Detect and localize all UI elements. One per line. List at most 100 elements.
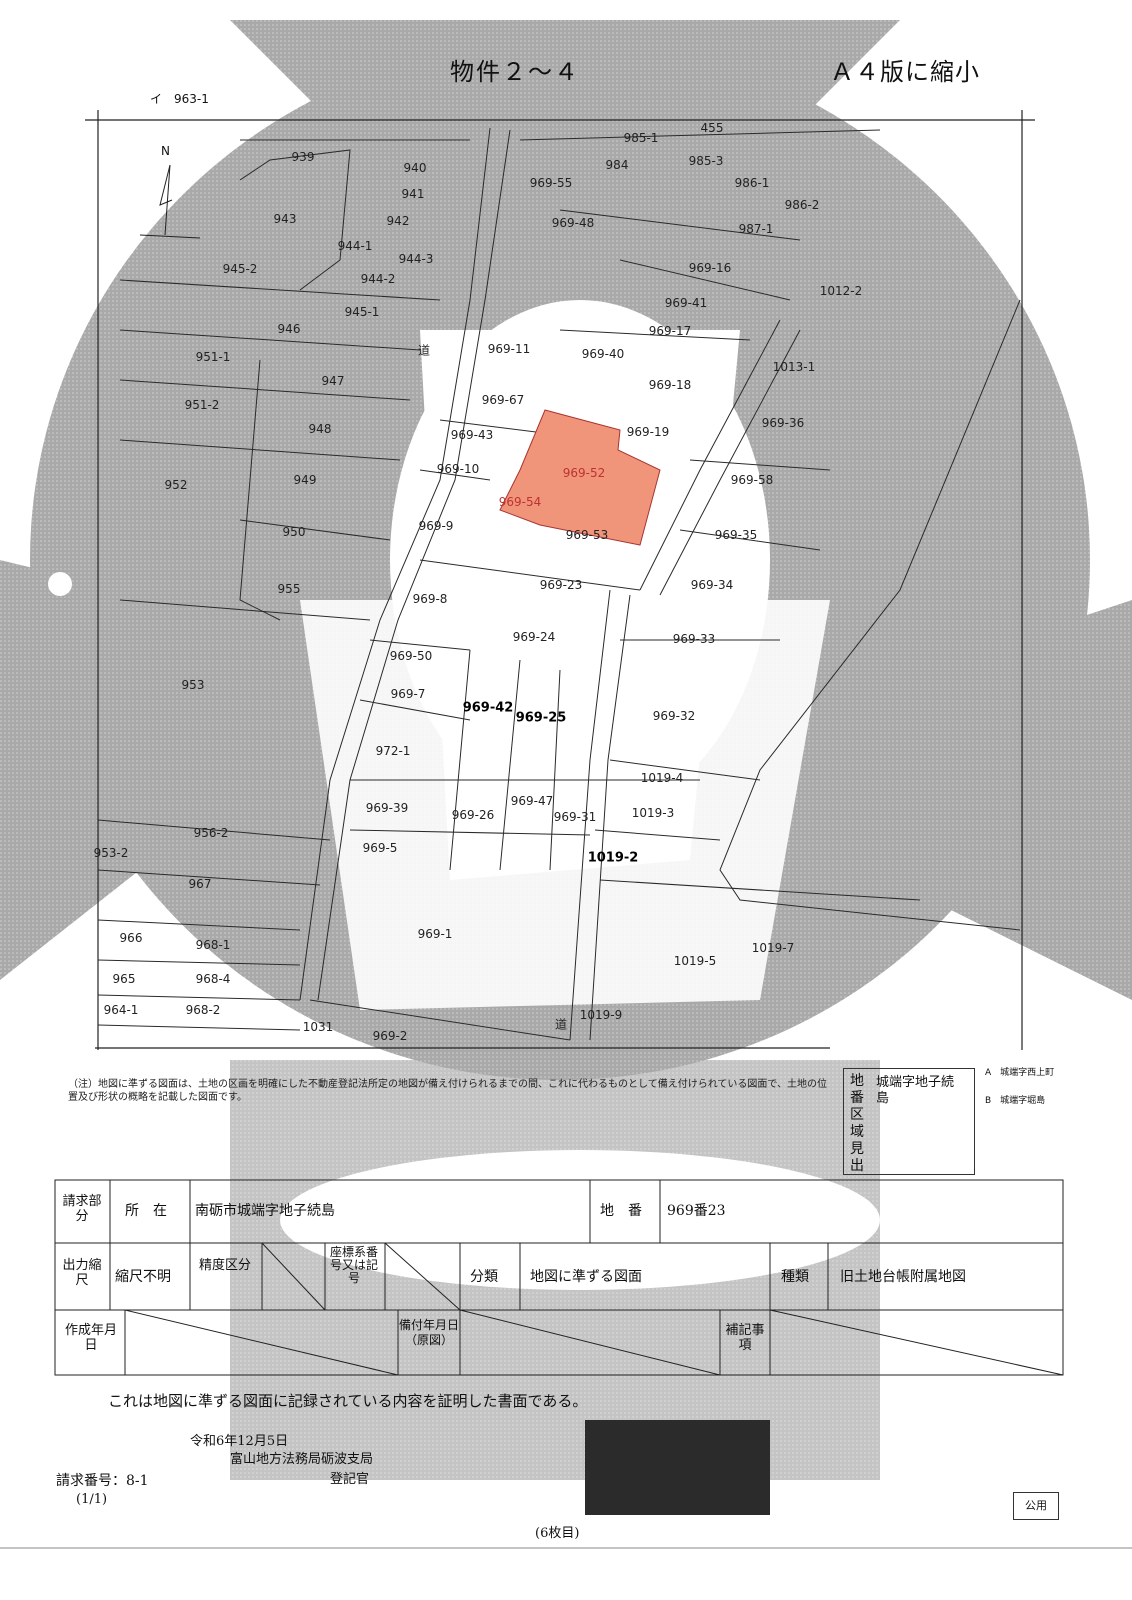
precision-label: 精度区分: [198, 1258, 251, 1273]
installed-date-label: 備付年月日（原図）: [398, 1318, 459, 1347]
parcel-label: 969-55: [529, 176, 573, 190]
legend-key-a: A 城端字西上町: [985, 1068, 1055, 1078]
parcel-label: 969-17: [648, 324, 692, 338]
subject-parcel-label: 969-54: [498, 495, 542, 509]
copy-watermark: [0, 20, 1132, 1480]
parcel-label: 1013-1: [772, 360, 816, 374]
parcel-label: 953: [181, 678, 205, 692]
parcel-label: 972-1: [375, 744, 411, 758]
parcel-label: 969-50: [389, 649, 433, 663]
parcel-label: 967: [188, 877, 212, 891]
parcel-label: 951-1: [195, 350, 231, 364]
parcel-label: 969-24: [512, 630, 556, 644]
parcel-label: 969-9: [418, 519, 454, 533]
category-label: 分類: [470, 1269, 498, 1285]
parcel-label: 940: [403, 161, 427, 175]
bold-parcel-label: 969-42: [462, 700, 514, 716]
page-title: 物件２～４: [450, 58, 580, 86]
parcel-label: 969-48: [551, 216, 595, 230]
parcel-label: 985-3: [688, 154, 724, 168]
bold-parcel-label: 1019-2: [587, 850, 639, 866]
parcel-label: 956-2: [193, 826, 229, 840]
parcel-label: 969-23: [539, 578, 583, 592]
parcel-label: 947: [321, 374, 345, 388]
parcel-label: 944-1: [337, 239, 373, 253]
parcel-label: 969-33: [672, 632, 716, 646]
reference-parcel-label: イ 963-1: [150, 92, 209, 106]
parcel-label: 1019-3: [631, 806, 675, 820]
certification-text: これは地図に準ずる図面に記録されている内容を証明した書面である。: [108, 1392, 588, 1410]
parcel-label: 969-67: [481, 393, 525, 407]
official-use-stamp: 公用: [1013, 1492, 1059, 1520]
parcel-label: 986-2: [784, 198, 820, 212]
requester-label: 請求部分: [62, 1194, 102, 1224]
parcel-label: 945-2: [222, 262, 258, 276]
output-scale-value: 縮尺不明: [115, 1269, 171, 1285]
parcel-label: 1019-5: [673, 954, 717, 968]
parcel-label: 968-2: [185, 1003, 221, 1017]
parcel-label: 969-7: [390, 687, 426, 701]
parcel-label: 955: [277, 582, 301, 596]
parcel-label: 455: [700, 121, 724, 135]
parcel-label: 969-18: [648, 378, 692, 392]
parcel-label: 969-34: [690, 578, 734, 592]
scale-note: Ａ４版に縮小: [830, 58, 980, 86]
request-number: 請求番号：8-1: [56, 1473, 149, 1489]
coordinate-system-label: 座標系番号又は記号: [329, 1245, 378, 1285]
north-arrow-icon: [139, 164, 201, 239]
parcel-label: 946: [277, 322, 301, 336]
parcel-lines: [97, 127, 1021, 1041]
subject-parcel: [499, 409, 661, 546]
legend-key-b: B 城端字堀島: [985, 1096, 1046, 1106]
parcel-label: 1031: [302, 1020, 334, 1034]
parcel-label: 969-16: [688, 261, 732, 275]
parcel-label: 943: [273, 212, 297, 226]
parcel-label: 1012-2: [819, 284, 863, 298]
parcel-label: 945-1: [344, 305, 380, 319]
legend-heading: 地番区域見出: [850, 1073, 864, 1174]
redaction-block: [585, 1420, 770, 1515]
parcel-label: 969-1: [417, 927, 453, 941]
parcel-label: 1019-9: [579, 1008, 623, 1022]
type-label: 種類: [781, 1269, 809, 1285]
lot-label: 地 番: [600, 1203, 642, 1219]
registrar-label: 登記官: [330, 1472, 370, 1487]
type-value: 旧土地台帳附属地図: [840, 1269, 966, 1285]
created-date-label: 作成年月日: [64, 1323, 117, 1353]
parcel-label: 951-2: [184, 398, 220, 412]
parcel-label: 985-1: [623, 131, 659, 145]
parcel-label: 952: [164, 478, 188, 492]
parcel-label: 941: [401, 187, 425, 201]
parcel-label: 948: [308, 422, 332, 436]
page-number: (1/1): [76, 1492, 108, 1507]
parcel-label: 969-32: [652, 709, 696, 723]
parcel-label: 949: [293, 473, 317, 487]
legend-area-name: 城端字地子続島: [876, 1075, 955, 1106]
parcel-label: 966: [119, 931, 143, 945]
map-note: （注）地図に準ずる図面は、土地の区画を明確にした不動産登記法所定の地図が備え付け…: [68, 1079, 827, 1103]
bold-parcel-label: 969-25: [515, 710, 567, 726]
parcel-label: 964-1: [103, 1003, 139, 1017]
location-label: 所 在: [125, 1203, 167, 1219]
road-label: 道: [417, 343, 431, 358]
parcel-label: 944-3: [398, 252, 434, 266]
subject-parcel-label: 969-52: [562, 466, 606, 480]
parcel-label: 968-4: [195, 972, 231, 986]
issue-date: 令和6年12月5日: [190, 1434, 289, 1449]
parcel-label: 942: [386, 214, 410, 228]
parcel-label: 965: [112, 972, 136, 986]
remarks-label: 補記事項: [725, 1323, 765, 1353]
parcel-label: 969-53: [565, 528, 609, 542]
parcel-label: 969-40: [581, 347, 625, 361]
lot-value: 969番23: [667, 1203, 726, 1219]
parcel-label: 969-11: [487, 342, 531, 356]
parcel-label: 968-1: [195, 938, 231, 952]
parcel-label: 984: [605, 158, 629, 172]
road-label: 道: [554, 1017, 568, 1032]
area-legend: 地番区域見出 城端字地子続島: [843, 1068, 975, 1175]
parcel-label: 986-1: [734, 176, 770, 190]
parcel-label: 944-2: [360, 272, 396, 286]
parcel-label: 969-31: [553, 810, 597, 824]
info-table-grid: [54, 1179, 1064, 1376]
